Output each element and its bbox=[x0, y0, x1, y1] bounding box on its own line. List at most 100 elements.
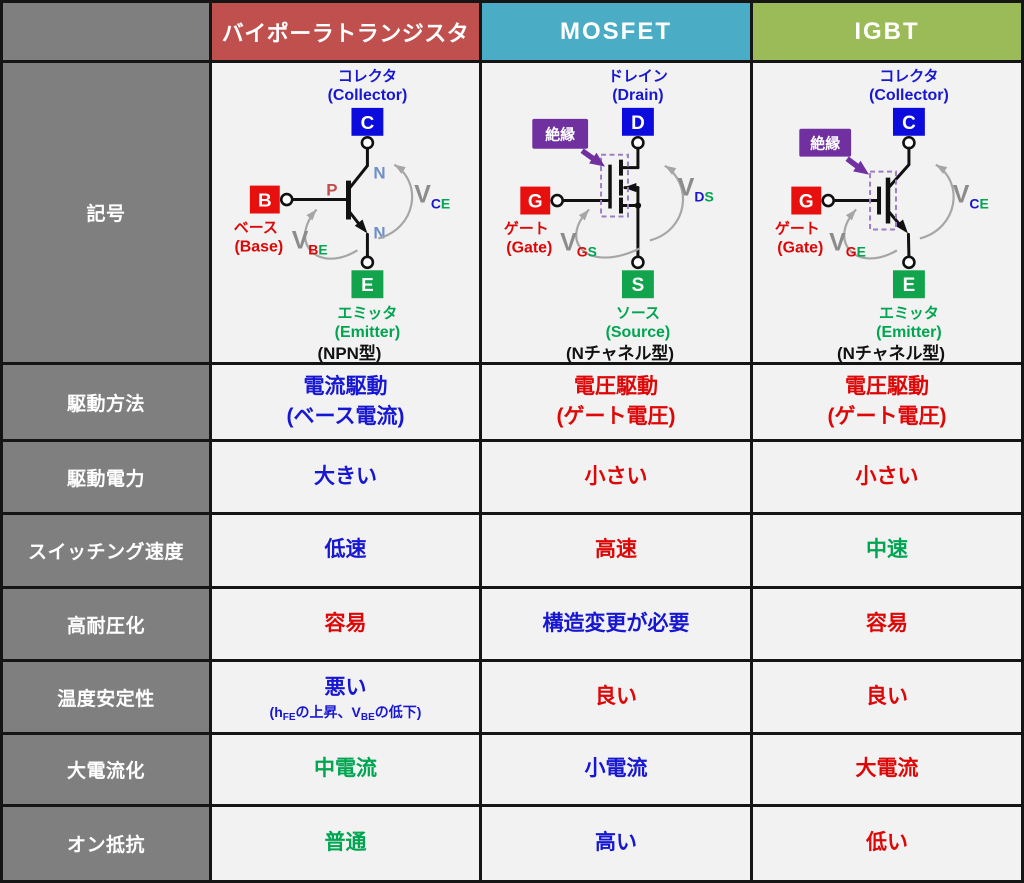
mosfet-vgs-arc-arrowhead bbox=[578, 209, 590, 221]
cell-temp-stability-bipolar: 悪い (hFEの上昇、VBEの低下) bbox=[212, 662, 479, 732]
igbt-insulation-callout-box bbox=[799, 128, 852, 157]
igbt-insulation-dashed-box bbox=[869, 170, 897, 231]
bjt-vce-label: VCE bbox=[414, 181, 450, 212]
mosfet-drain-node bbox=[631, 135, 645, 150]
igbt-emitter-node bbox=[902, 255, 916, 270]
mosfet-drain-letter: D bbox=[631, 113, 645, 134]
mosfet-vds-label: VDS bbox=[678, 174, 714, 205]
cell-on-resistance-bipolar: 普通 bbox=[212, 807, 479, 880]
cell-drive-method-bipolar: 電流駆動 (ベース電流) bbox=[212, 365, 479, 439]
igbt-vce-label: VCE bbox=[953, 181, 989, 212]
igbt-insulation-label: 絶縁 bbox=[810, 135, 840, 153]
mosfet-drain-label-jp: ドレイン bbox=[608, 68, 668, 85]
igbt-gate-node bbox=[821, 193, 835, 208]
cell-high-current-bipolar: 中電流 bbox=[212, 735, 479, 804]
igbt-symbol-diagram: コレクタ (Collector) C 絶縁 G ゲート (Gate) bbox=[775, 68, 989, 362]
bjt-collector-terminal-box bbox=[351, 107, 384, 136]
cell-symbol-igbt: コレクタ (Collector) C 絶縁 G ゲート (Gate) bbox=[753, 63, 1021, 362]
igbt-vce-arc bbox=[919, 163, 955, 240]
igbt-gate-letter: G bbox=[799, 192, 814, 213]
row-label-switching-speed: スイッチング速度 bbox=[3, 515, 209, 586]
cell-high-voltage-igbt: 容易 bbox=[753, 589, 1021, 659]
cell-drive-method-igbt: 電圧駆動 (ゲート電圧) bbox=[753, 365, 1021, 439]
bjt-symbol-diagram: コレクタ (Collector) C B ベース (Base) P N N VB… bbox=[234, 68, 450, 362]
bjt-n-bottom-label: N bbox=[373, 223, 385, 242]
bjt-emitter-label-en: (Emitter) bbox=[335, 324, 401, 341]
header-bipolar: バイポーラトランジスタ bbox=[212, 3, 479, 60]
cell-drive-power-bipolar: 大きい bbox=[212, 442, 479, 512]
mosfet-type-label: (Nチャネル型) bbox=[566, 343, 674, 362]
cell-text: (ゲート電圧) bbox=[556, 405, 676, 428]
bjt-base-letter: B bbox=[258, 191, 272, 212]
bjt-collector-node bbox=[360, 135, 375, 150]
mosfet-source-letter: S bbox=[632, 275, 645, 296]
igbt-insulation-arrowhead bbox=[853, 160, 870, 175]
igbt-collector-node bbox=[902, 135, 916, 150]
row-label-on-resistance: オン抵抗 bbox=[3, 807, 209, 880]
igbt-collector-wire bbox=[887, 146, 911, 189]
cell-temp-stability-igbt: 良い bbox=[753, 662, 1021, 732]
igbt-gate-label-jp: ゲート bbox=[775, 219, 820, 237]
igbt-emitter-arrowhead bbox=[895, 219, 908, 234]
mosfet-insulation-dashed-box bbox=[600, 153, 629, 218]
bjt-base-label-jp: ベース bbox=[234, 219, 278, 236]
cell-on-resistance-igbt: 低い bbox=[753, 807, 1021, 880]
bjt-emitter-letter: E bbox=[361, 275, 374, 296]
igbt-emitter-label-en: (Emitter) bbox=[876, 324, 942, 341]
row-label-temp-stability: 温度安定性 bbox=[3, 662, 209, 732]
mosfet-drain-label-en: (Drain) bbox=[612, 87, 663, 104]
mosfet-gate-letter: G bbox=[528, 192, 543, 213]
cell-high-voltage-bipolar: 容易 bbox=[212, 589, 479, 659]
mosfet-insulation-arrowhead bbox=[589, 152, 606, 167]
mosfet-gate-terminal-box bbox=[520, 186, 551, 215]
row-label-drive-power: 駆動電力 bbox=[3, 442, 209, 512]
row-label-high-voltage: 高耐圧化 bbox=[3, 589, 209, 659]
mosfet-vgs-label: VGS bbox=[560, 228, 597, 259]
cell-switching-speed-igbt: 中速 bbox=[753, 515, 1021, 586]
igbt-type-label: (Nチャネル型) bbox=[837, 343, 945, 362]
bjt-n-top-label: N bbox=[373, 164, 385, 183]
cell-symbol-bipolar: コレクタ (Collector) C B ベース (Base) P N N VB… bbox=[212, 63, 479, 362]
cell-temp-stability-mosfet: 良い bbox=[482, 662, 750, 732]
bjt-base-node bbox=[279, 192, 294, 207]
mosfet-symbol-diagram: ドレイン (Drain) D 絶縁 G bbox=[504, 68, 714, 362]
igbt-emitter-label-jp: エミッタ bbox=[879, 305, 939, 322]
cell-drive-power-igbt: 小さい bbox=[753, 442, 1021, 512]
cell-text: (ゲート電圧) bbox=[827, 405, 947, 428]
cell-high-voltage-mosfet: 構造変更が必要 bbox=[482, 589, 750, 659]
cell-text: (ベース電流) bbox=[286, 405, 405, 428]
row-label-high-current: 大電流化 bbox=[3, 735, 209, 804]
igbt-vge-arc-arrowhead bbox=[845, 209, 857, 221]
mosfet-gate-node bbox=[550, 193, 564, 208]
igbt-vce-arc-arrowhead bbox=[935, 164, 948, 174]
header-igbt: IGBT bbox=[753, 3, 1021, 60]
igbt-collector-label-en: (Collector) bbox=[869, 87, 949, 104]
mosfet-source-label-jp: ソース bbox=[616, 305, 660, 322]
bjt-type-label: (NPN型) bbox=[318, 343, 382, 362]
bjt-collector-letter: C bbox=[361, 113, 375, 134]
igbt-collector-terminal-box bbox=[892, 107, 925, 136]
bjt-collector-label-jp: コレクタ bbox=[338, 68, 397, 85]
mosfet-vgs-arc bbox=[575, 208, 641, 259]
bjt-collector-wire bbox=[348, 146, 369, 190]
bjt-vbe-arc bbox=[304, 208, 359, 260]
mosfet-vds-arc-arrowhead bbox=[664, 165, 677, 175]
mosfet-source-terminal-box bbox=[621, 270, 654, 299]
mosfet-source-label-en: (Source) bbox=[606, 324, 671, 341]
igbt-vge-arc bbox=[843, 208, 898, 260]
cell-drive-method-mosfet: 電圧駆動 (ゲート電圧) bbox=[482, 365, 750, 439]
mosfet-insulation-callout-box bbox=[532, 118, 589, 149]
cell-symbol-mosfet: ドレイン (Drain) D 絶縁 G bbox=[482, 63, 750, 362]
header-blank bbox=[3, 3, 209, 60]
cell-switching-speed-bipolar: 低速 bbox=[212, 515, 479, 586]
igbt-collector-label-jp: コレクタ bbox=[879, 68, 938, 85]
mosfet-gate-label-en: (Gate) bbox=[506, 239, 552, 256]
bjt-emitter-arrowhead bbox=[354, 219, 368, 234]
bjt-emitter-node bbox=[360, 255, 375, 270]
cell-text: 悪い bbox=[324, 675, 367, 699]
cell-subtext: (hFEの上昇、VBEの低下) bbox=[269, 704, 422, 724]
bjt-base-label-en: (Base) bbox=[234, 238, 283, 255]
bjt-vbe-arc-arrowhead bbox=[306, 209, 317, 221]
mosfet-gate-label-jp: ゲート bbox=[504, 219, 549, 237]
row-label-drive-method: 駆動方法 bbox=[3, 365, 209, 439]
